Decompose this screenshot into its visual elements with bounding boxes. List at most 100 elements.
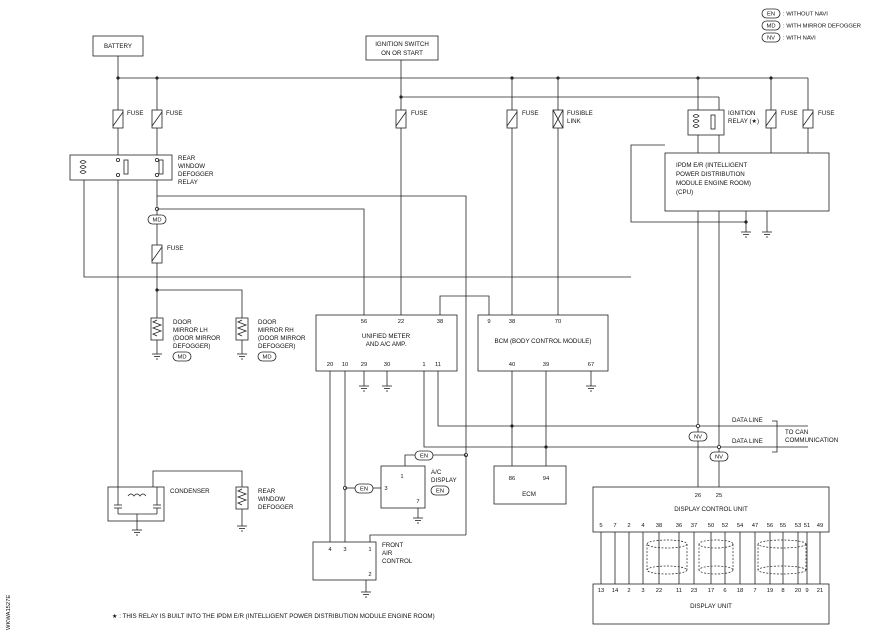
ipdm-label-4: (CPU) [676, 189, 693, 196]
dcu-pin-top: 25 [716, 493, 722, 499]
front-air-pin: 4 [328, 547, 332, 553]
fusible-link-label-1: FUSIBLE [567, 110, 593, 117]
legend-md-text: : WITH MIRROR DEFOGGER [783, 24, 861, 30]
du-pin: 11 [676, 588, 682, 594]
ac-display: 1 3 7 A/C DISPLAY EN [380, 465, 457, 524]
shield-top [757, 539, 807, 549]
md-badge-relay: MD [152, 218, 161, 224]
ipdm: IPDM E/R (INTELLIGENT POWER DISTRIBUTION… [630, 144, 830, 487]
condenser-label: CONDENSER [170, 488, 210, 495]
footnote: ★ : THIS RELAY IS BUILT INTO THE IPDM E/… [112, 613, 435, 620]
fuse-4 [506, 109, 518, 129]
du-pin: 9 [805, 588, 808, 594]
ipdm-label-1: IPDM E/R (INTELLIGENT [676, 162, 747, 169]
door-mirror-lh: DOOR MIRROR LH (DOOR MIRROR DEFOGGER) MD [150, 317, 221, 362]
dcu-pin: 37 [691, 523, 697, 529]
dcu-pin: 50 [708, 523, 714, 529]
du-pin: 23 [691, 588, 697, 594]
door-mirror-rh-label-2: MIRROR RH [258, 327, 294, 334]
meter-pin-top: 38 [437, 319, 443, 325]
data-line-label-2: DATA LINE [732, 438, 763, 445]
defogger-relay-label-3: DEFOGGER [178, 171, 214, 178]
dcu-pin-top: 26 [695, 493, 701, 499]
display-unit-label: DISPLAY UNIT [690, 603, 732, 610]
md-badge-rh: MD [262, 355, 271, 361]
nv-badge-1: NV [694, 435, 702, 441]
ignition-relay-label-1: IGNITION [728, 110, 756, 117]
bcm-pin-bottom: 40 [509, 362, 515, 368]
unified-meter: 56 22 38 UNIFIED METER AND A/C AMP. 20 1… [315, 295, 808, 542]
battery: BATTERY [92, 35, 144, 57]
fuse-mirror-label: FUSE [167, 245, 184, 252]
door-mirror-rh-label-3: (DOOR MIRROR [258, 335, 306, 342]
door-mirror-rh-label-1: DOOR [258, 319, 277, 326]
du-pin: 21 [817, 588, 823, 594]
ac-display-label-1: A/C [431, 469, 442, 476]
meter-label-1: UNIFIED METER [362, 333, 411, 340]
dcu-pin: 54 [737, 523, 744, 529]
rear-defogger-label-3: DEFOGGER [258, 504, 294, 511]
ipdm-label-2: POWER DISTRIBUTION [676, 171, 745, 178]
bcm-pin-top: 9 [487, 319, 490, 325]
meter-pin-bottom: 1 [422, 362, 425, 368]
bcm-pin-top: 70 [555, 319, 561, 325]
du-pin: 8 [781, 588, 784, 594]
dcu-pin: 55 [780, 523, 786, 529]
shield-top [698, 539, 734, 549]
rear-defogger-label-1: REAR [258, 488, 276, 495]
door-mirror-rh-label-4: DEFOGGER) [258, 343, 295, 350]
dcu-pin: 7 [613, 523, 616, 529]
shield-bottom [646, 565, 688, 575]
ignition-relay: IGNITION RELAY (★) [687, 109, 759, 153]
du-pin: 19 [767, 588, 773, 594]
data-line-label-1: DATA LINE [732, 417, 763, 424]
to-can-label-2: COMMUNICATION [785, 437, 838, 444]
dcu-du-harness [600, 532, 821, 584]
ipdm-label-3: MODULE ENGINE ROOM) [676, 180, 751, 187]
meter-pin-bottom: 11 [435, 362, 441, 368]
meter-label-2: AND A/C AMP. [366, 341, 407, 348]
fusible-link [552, 109, 564, 129]
dcu-pin: 56 [767, 523, 773, 529]
ignition-switch-label-2: ON OR START [381, 50, 423, 57]
ac-display-pin: 7 [416, 499, 419, 505]
door-mirror-lh-label-1: DOOR [173, 319, 192, 326]
ac-display-label-2: DISPLAY [431, 477, 457, 484]
du-pin: 2 [627, 588, 630, 594]
meter-pin-bottom: 29 [361, 362, 367, 368]
fuse-2-label: FUSE [166, 110, 183, 117]
door-mirror-lh-label-3: (DOOR MIRROR [173, 335, 221, 342]
legend-nv-badge: NV [767, 36, 775, 42]
front-air-label-1: FRONT [382, 542, 404, 549]
du-pin: 13 [598, 588, 604, 594]
ecm-pin: 94 [543, 476, 550, 482]
du-pin: 14 [612, 588, 619, 594]
front-air-label-2: AIR [382, 550, 393, 557]
legend-nv-text: : WITH NAVI [783, 36, 816, 42]
du-pin: 18 [737, 588, 743, 594]
bcm-pin-bottom: 67 [588, 362, 594, 368]
ignition-relay-label-2: RELAY (★) [728, 118, 759, 125]
ecm-label: ECM [522, 491, 536, 498]
front-air-pin: 1 [368, 547, 371, 553]
dcu-label: DISPLAY CONTROL UNIT [674, 506, 748, 513]
dcu-pin: 52 [722, 523, 728, 529]
du-pin: 6 [723, 588, 726, 594]
nv-badge-2: NV [715, 455, 723, 461]
dcu-pin: 53 [795, 523, 801, 529]
meter-pin-bottom: 10 [342, 362, 348, 368]
defogger-relay-label-4: RELAY [178, 179, 198, 186]
meter-pin-top: 56 [361, 319, 367, 325]
legend-md-badge: MD [766, 24, 775, 30]
ignition-switch: IGNITION SWITCH ON OR START [365, 35, 439, 61]
bcm-label: BCM (BODY CONTROL MODULE) [495, 338, 592, 345]
meter-pin-bottom: 20 [327, 362, 333, 368]
front-air-label-3: CONTROL [382, 558, 413, 565]
battery-label: BATTERY [104, 43, 132, 50]
mirror-defogger-circuit: FUSE DOOR MIRROR LH (DOOR MIRROR DEFOGGE… [150, 244, 306, 362]
to-can-label-1: TO CAN [785, 429, 808, 436]
